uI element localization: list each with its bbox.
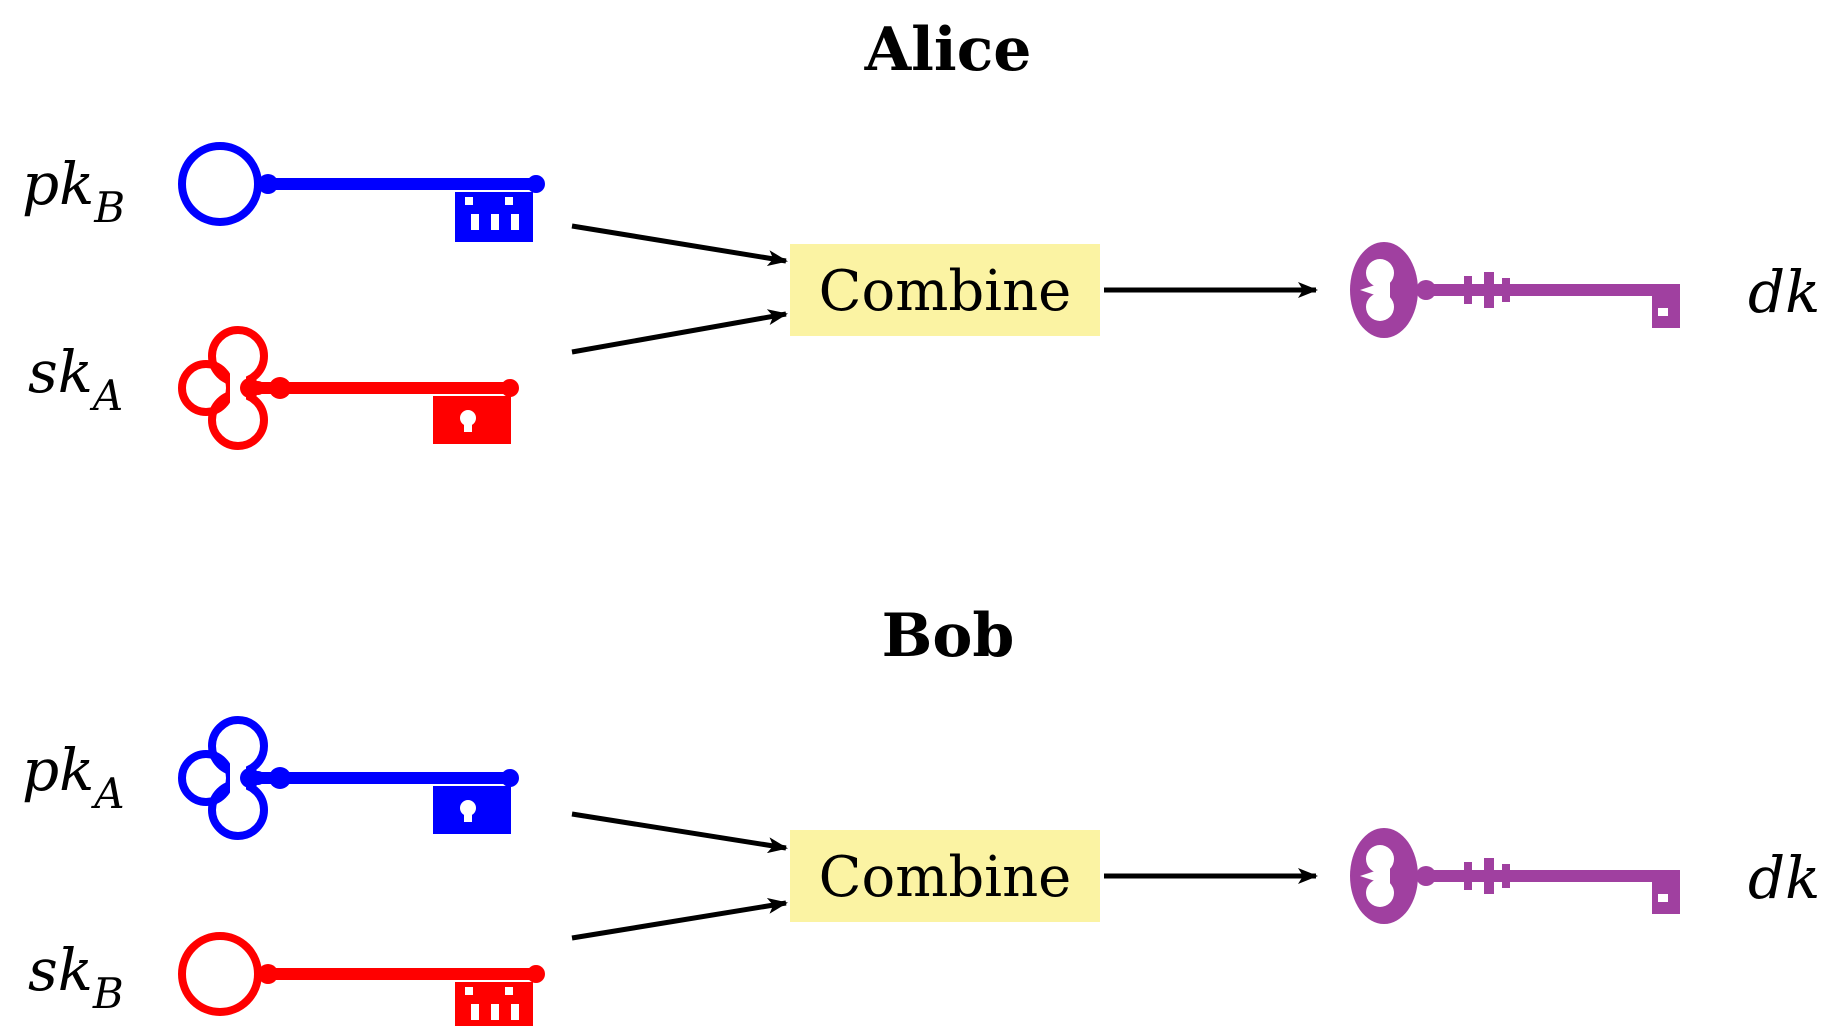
alice-section: Alice pkB skA Combine dk xyxy=(22,15,1820,446)
alice-pk-label: pkB xyxy=(22,150,125,232)
alice-arrow-sk xyxy=(571,309,788,355)
ornate-key-icon xyxy=(1350,828,1680,924)
bob-title: Bob xyxy=(882,601,1015,671)
bob-combine-label: Combine xyxy=(819,845,1072,910)
alice-dk-label: dk xyxy=(1748,258,1820,326)
alice-arrow-pk xyxy=(571,223,788,266)
round-key-icon xyxy=(182,936,545,1026)
bob-pk-label: pkA xyxy=(22,736,125,818)
clover-key-icon xyxy=(182,720,519,836)
bob-combine-box xyxy=(790,830,1100,922)
clover-key-icon xyxy=(182,330,519,446)
alice-combine-box xyxy=(790,244,1100,336)
ornate-key-icon xyxy=(1350,242,1680,338)
bob-dk-label: dk xyxy=(1748,844,1820,912)
round-key-icon xyxy=(182,146,545,242)
bob-arrow-pk xyxy=(571,811,788,854)
bob-arrow-sk xyxy=(571,898,788,941)
alice-combine-label: Combine xyxy=(819,259,1072,324)
bob-sk-label: skB xyxy=(28,936,124,1018)
bob-section: Bob pkA skB Combine dk xyxy=(22,601,1820,1026)
alice-sk-label: skA xyxy=(28,338,123,420)
alice-title: Alice xyxy=(864,15,1032,85)
